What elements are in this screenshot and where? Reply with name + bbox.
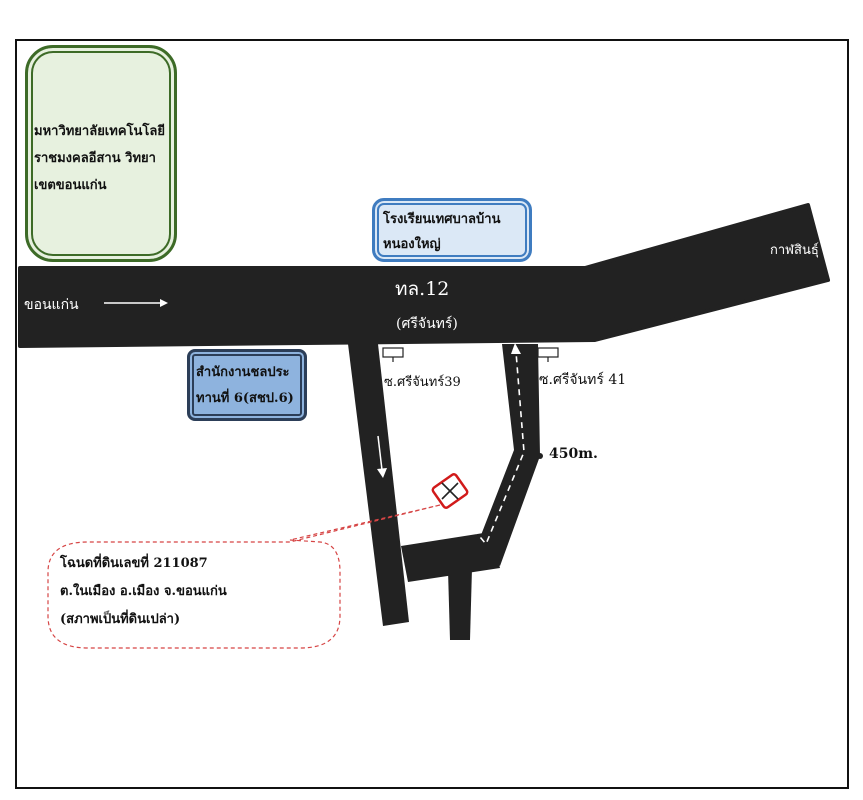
school-name-line2: หนองใหญ่	[383, 237, 441, 252]
parcel-marker-icon	[431, 473, 469, 509]
connector-road	[401, 532, 500, 582]
irrigation-office-box: สำนักงานชลประ ทานที่ 6(สชป.6)	[187, 349, 307, 421]
soi-left-road	[348, 344, 409, 626]
office-name-line2: ทานที่ 6(สชป.6)	[196, 391, 294, 406]
soi-sign-icon	[382, 347, 404, 362]
parcel-info: โฉนดที่ดินเลขที่ 211087 ต.ในเมือง อ.เมือ…	[60, 550, 227, 634]
route-path	[451, 351, 525, 546]
highway-name: (ศรีจันทร์)	[396, 316, 458, 332]
highway-number: ทล.12	[395, 278, 450, 300]
direction-arrow-icon	[377, 435, 387, 478]
destination-label: กาฬสินธุ์	[770, 243, 819, 258]
parcel-callout	[47, 504, 441, 649]
soi-left-label: ซ.ศรีจันทร์39	[384, 375, 461, 390]
stub-road	[448, 568, 472, 640]
soi-right-label: ซ.ศรีจันทร์ 41	[539, 372, 627, 388]
distance-label: 450m.	[549, 446, 598, 462]
parcel-location: ต.ในเมือง อ.เมือง จ.ขอนแก่น	[60, 584, 227, 599]
office-name-line1: สำนักงานชลประ	[196, 365, 290, 380]
parcel-deed-number: โฉนดที่ดินเลขที่ 211087	[60, 556, 208, 571]
university-name-line1: มหาวิทยาลัยเทคโนโลยี	[34, 124, 165, 139]
origin-label: ขอนแก่น	[24, 297, 79, 313]
school-box: โรงเรียนเทศบาลบ้าน หนองใหญ่	[372, 198, 532, 262]
direction-arrow-icon	[104, 299, 168, 307]
university-name-line2: ราชมงคลอีสาน วิทยา	[34, 151, 156, 166]
map-frame	[15, 39, 849, 789]
route-node	[537, 453, 543, 459]
direction-arrow-icon	[511, 343, 521, 354]
parcel-condition: (สภาพเป็นที่ดินเปล่า)	[60, 612, 181, 627]
university-name-line3: เขตขอนแก่น	[34, 178, 107, 193]
soi-right-road	[476, 344, 540, 566]
university-box: มหาวิทยาลัยเทคโนโลยี ราชมงคลอีสาน วิทยา …	[25, 45, 177, 262]
school-name-line1: โรงเรียนเทศบาลบ้าน	[383, 212, 501, 227]
highway-road	[18, 203, 830, 348]
soi-sign-icon	[537, 347, 559, 362]
